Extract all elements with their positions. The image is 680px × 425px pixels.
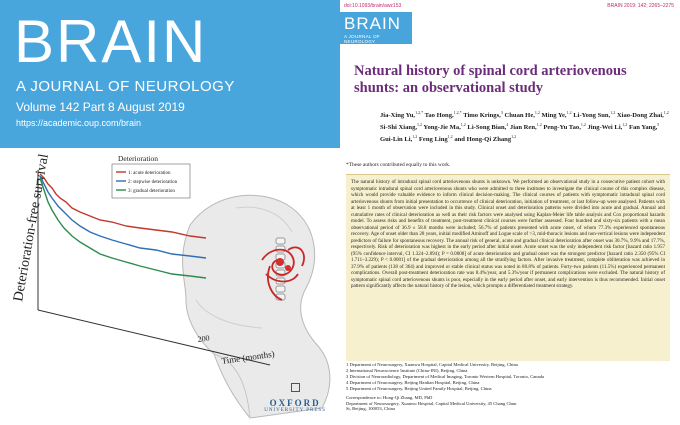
cover-artwork: Deterioration-free survival Time (months… (11, 153, 331, 419)
journal-logo: BRAIN A JOURNAL OF NEUROLOGY (340, 12, 412, 44)
correspondence: Correspondence to: Hong-Qi Zhang, MD, Ph… (346, 395, 670, 412)
cover-header-band (0, 0, 340, 148)
cover-journal-title: BRAIN (14, 8, 208, 75)
affiliation-item: 3 Division of Neuroradiology, Department… (346, 374, 544, 379)
cover-url[interactable]: https://academic.oup.com/brain (16, 118, 142, 128)
affiliation-item: 4 Department of Neurosurgery, Beijing Ha… (346, 380, 480, 385)
abstract-text: The natural history of intradural spinal… (351, 179, 665, 289)
correspondence-line: Department of Neurosurgery, Xuanwu Hospi… (346, 400, 517, 406)
article-first-page: doi:10.1093/brain/awz153 BRAIN 2019: 142… (340, 0, 680, 425)
publisher-name: OXFORD (269, 398, 321, 408)
publisher-logo: OXFORD UNIVERSITY PRESS (264, 380, 326, 413)
publisher-crest-icon (290, 383, 300, 392)
legend-item-acute: 1: acute deterioration (128, 171, 171, 176)
x-tick-label: 200 (197, 333, 210, 344)
vascular-lesion (261, 246, 305, 301)
seated-figure-illustration (182, 194, 331, 419)
correspondence-line: Correspondence to: Hong-Qi Zhang, MD, Ph… (346, 395, 433, 400)
cover-volume: Volume 142 Part 8 August 2019 (16, 100, 185, 114)
equal-contribution-note: *These authors contributed equally to th… (346, 162, 451, 168)
affiliations: 1 Department of Neurosurgery, Xuanwu Hos… (346, 362, 670, 392)
journal-cover: BRAIN A JOURNAL OF NEUROLOGY Volume 142 … (0, 0, 340, 419)
cover-subtitle: A JOURNAL OF NEUROLOGY (16, 78, 235, 95)
correspondence-line: St, Beijing, 100053, China (346, 406, 396, 412)
curve-acute (39, 173, 207, 239)
abstract-box: The natural history of intradural spinal… (346, 174, 670, 361)
article-doi[interactable]: doi:10.1093/brain/awz153 (344, 3, 402, 9)
curve-gradual (39, 177, 207, 279)
affiliation-item: 2 International Neuroscience Institute (… (346, 368, 468, 373)
journal-logo-word: BRAIN (344, 14, 401, 33)
article-authors: Jia-Xing Yu,1,2,* Tao Hong,1,2,* Timo Kr… (380, 110, 669, 144)
publisher-press: UNIVERSITY PRESS (264, 408, 326, 413)
curve-stepwise (39, 175, 207, 259)
journal-logo-subtitle: A JOURNAL OF NEUROLOGY (344, 34, 380, 44)
legend-item-stepwise: 2: stepwise deterioration (128, 180, 178, 185)
affiliation-item: 5 Department of Neurosurgery, Beijing Un… (346, 386, 492, 391)
legend-item-gradual: 3: gradual deterioration (128, 189, 175, 194)
legend-title: Deterioration (118, 154, 158, 163)
article-title: Natural history of spinal cord arteriove… (354, 63, 627, 96)
y-axis-label: Deterioration-free survival (11, 153, 52, 303)
article-page-ref: BRAIN 2019: 142; 2265–2275 (607, 3, 674, 9)
affiliation-item: 1 Department of Neurosurgery, Xuanwu Hos… (346, 362, 518, 367)
